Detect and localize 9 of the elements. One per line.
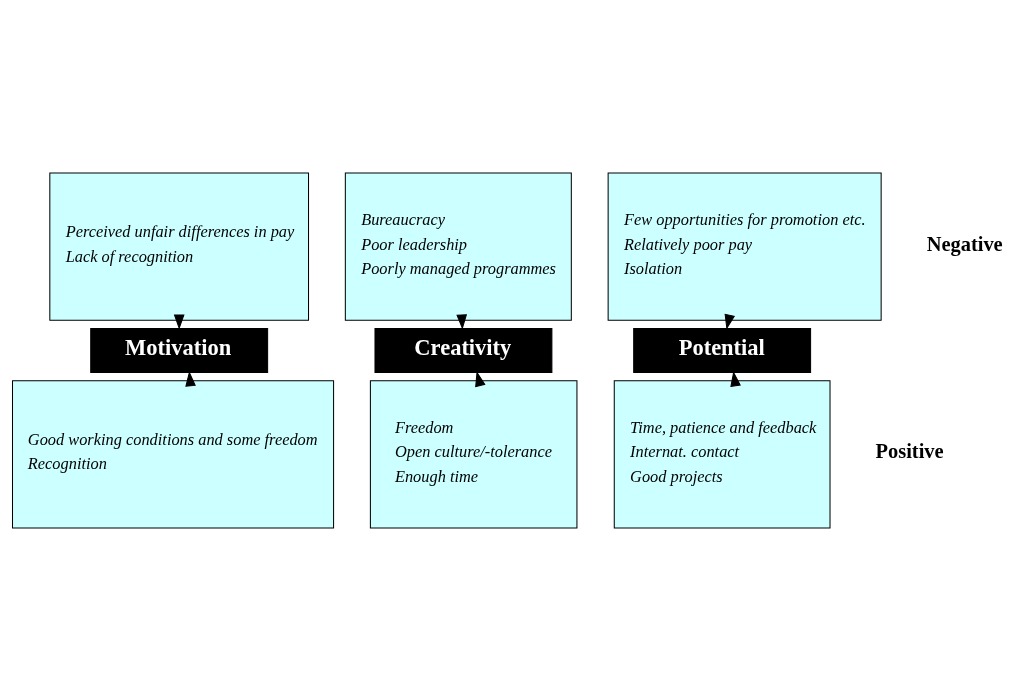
label: Negative: [926, 232, 1003, 255]
arrow: [456, 313, 468, 330]
arrow: [730, 370, 741, 387]
node-box: Creativity: [374, 327, 553, 373]
arrow: [173, 314, 185, 330]
arrow: [185, 370, 196, 387]
node-box: Motivation: [90, 327, 269, 373]
node-box: Potential: [633, 327, 812, 373]
label: Positive: [875, 439, 944, 462]
